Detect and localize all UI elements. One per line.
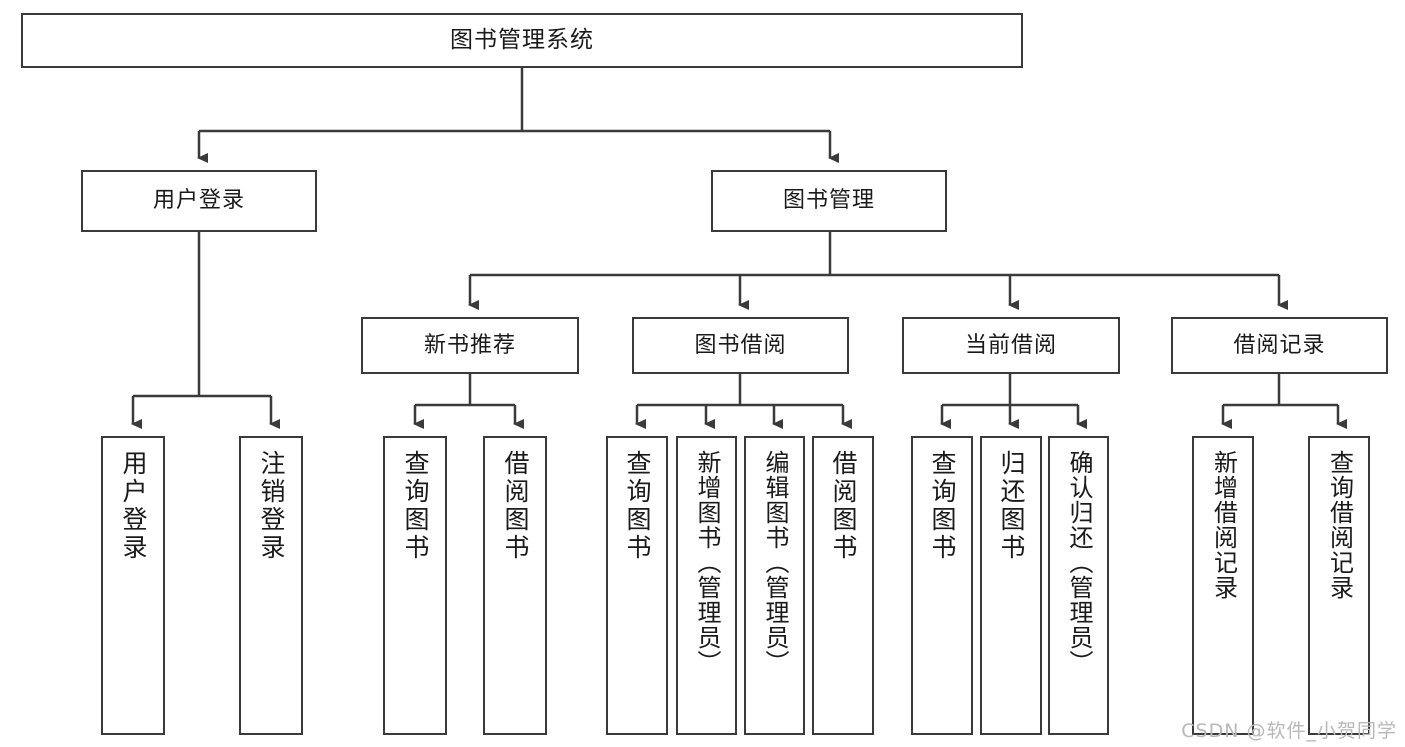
node-user-login-label: 用户登录 (152, 188, 245, 214)
leaf-borrow-book-1[interactable]: 借阅图书 (483, 436, 547, 735)
leaf-add-book[interactable]: 新增图书（管理员） (676, 436, 737, 735)
node-book-management[interactable]: 图书管理 (711, 170, 947, 232)
node-root-label: 图书管理系统 (450, 26, 594, 53)
leaf-borrow-book-2-label: 借阅图书 (829, 450, 858, 562)
leaf-confirm-return-label: 确认归还（管理员） (1064, 450, 1093, 675)
node-current-borrow[interactable]: 当前借阅 (902, 317, 1120, 374)
leaf-query-book-2-label: 查询图书 (623, 450, 652, 562)
leaf-return-book[interactable]: 归还图书 (980, 436, 1042, 735)
leaf-query-book-1-label: 查询图书 (401, 450, 430, 562)
leaf-borrow-book-2[interactable]: 借阅图书 (812, 436, 874, 735)
leaf-confirm-return[interactable]: 确认归还（管理员） (1048, 436, 1109, 735)
leaf-logout[interactable]: 注销登录 (239, 436, 303, 735)
leaf-query-book-2[interactable]: 查询图书 (606, 436, 668, 735)
leaf-edit-book-label: 编辑图书（管理员） (760, 450, 789, 675)
leaf-user-login-label: 用户登录 (119, 450, 148, 562)
leaf-query-record-label: 查询借阅记录 (1325, 450, 1354, 600)
node-user-login[interactable]: 用户登录 (81, 170, 317, 232)
node-new-book-recommend-label: 新书推荐 (423, 332, 516, 358)
node-book-borrow-label: 图书借阅 (694, 332, 787, 358)
node-current-borrow-label: 当前借阅 (964, 332, 1057, 358)
leaf-query-book-1[interactable]: 查询图书 (383, 436, 447, 735)
leaf-logout-label: 注销登录 (257, 450, 286, 562)
node-borrow-record[interactable]: 借阅记录 (1171, 317, 1388, 374)
leaf-query-book-3[interactable]: 查询图书 (911, 436, 973, 735)
node-new-book-recommend[interactable]: 新书推荐 (361, 317, 579, 374)
leaf-edit-book[interactable]: 编辑图书（管理员） (744, 436, 805, 735)
leaf-query-record[interactable]: 查询借阅记录 (1308, 436, 1370, 735)
leaf-query-book-3-label: 查询图书 (928, 450, 957, 562)
leaf-add-record[interactable]: 新增借阅记录 (1192, 436, 1254, 735)
leaf-user-login[interactable]: 用户登录 (101, 436, 165, 735)
leaf-add-book-label: 新增图书（管理员） (692, 450, 721, 675)
node-book-borrow[interactable]: 图书借阅 (632, 317, 849, 374)
node-root[interactable]: 图书管理系统 (21, 13, 1023, 68)
leaf-add-record-label: 新增借阅记录 (1209, 450, 1238, 600)
node-borrow-record-label: 借阅记录 (1233, 332, 1326, 358)
leaf-return-book-label: 归还图书 (997, 450, 1026, 562)
node-book-management-label: 图书管理 (782, 188, 875, 214)
leaf-borrow-book-1-label: 借阅图书 (501, 450, 530, 562)
